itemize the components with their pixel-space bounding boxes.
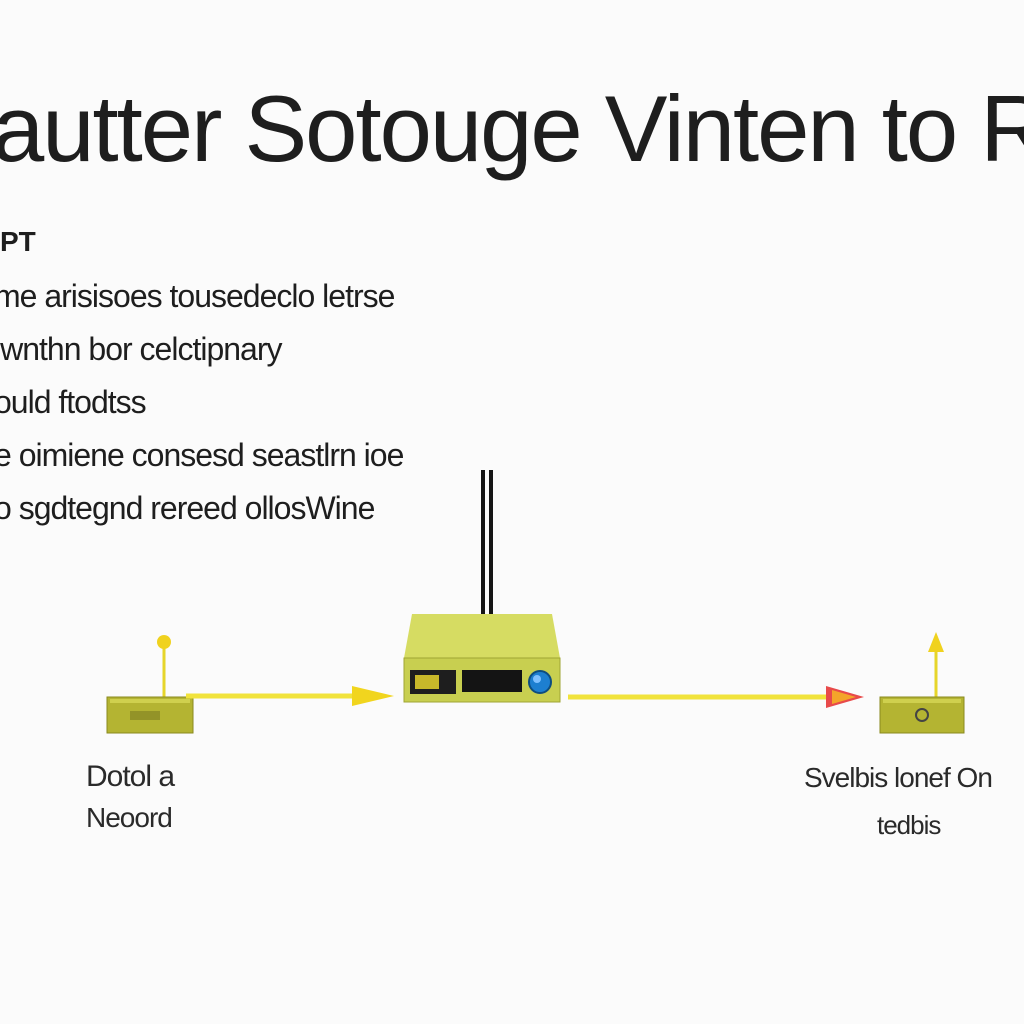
left-device-label-2: Neoord xyxy=(86,802,173,833)
right-antenna xyxy=(928,632,944,697)
right-device-label-1: Svelbis lonef On xyxy=(804,762,993,793)
section-heading: PT xyxy=(0,226,36,257)
left-antenna xyxy=(157,635,171,697)
description-paragraph: me arisisoes tousedeclo letrse jwnthn bo… xyxy=(0,270,404,535)
paragraph-line: me arisisoes tousedeclo letrse xyxy=(0,278,395,314)
router-device xyxy=(403,614,561,703)
right-device-label-2: tedbis xyxy=(877,810,941,840)
right-device xyxy=(879,696,965,734)
link-left-to-router xyxy=(186,686,394,706)
left-device-label-1: Dotol a xyxy=(86,760,175,793)
page-title: autter Sotouge Vinten to Retber xyxy=(0,76,1024,181)
paragraph-line: o sgdtegnd rereed ollosWine xyxy=(0,490,375,526)
link-router-to-right xyxy=(568,686,864,708)
paragraph-line: e oimiene consesd seastlrn ioe xyxy=(0,437,404,473)
left-device xyxy=(106,696,194,734)
router-antenna xyxy=(481,470,493,622)
paragraph-line: jwnthn bor celctipnary xyxy=(0,331,282,367)
paragraph-line: ould ftodtss xyxy=(0,384,147,420)
